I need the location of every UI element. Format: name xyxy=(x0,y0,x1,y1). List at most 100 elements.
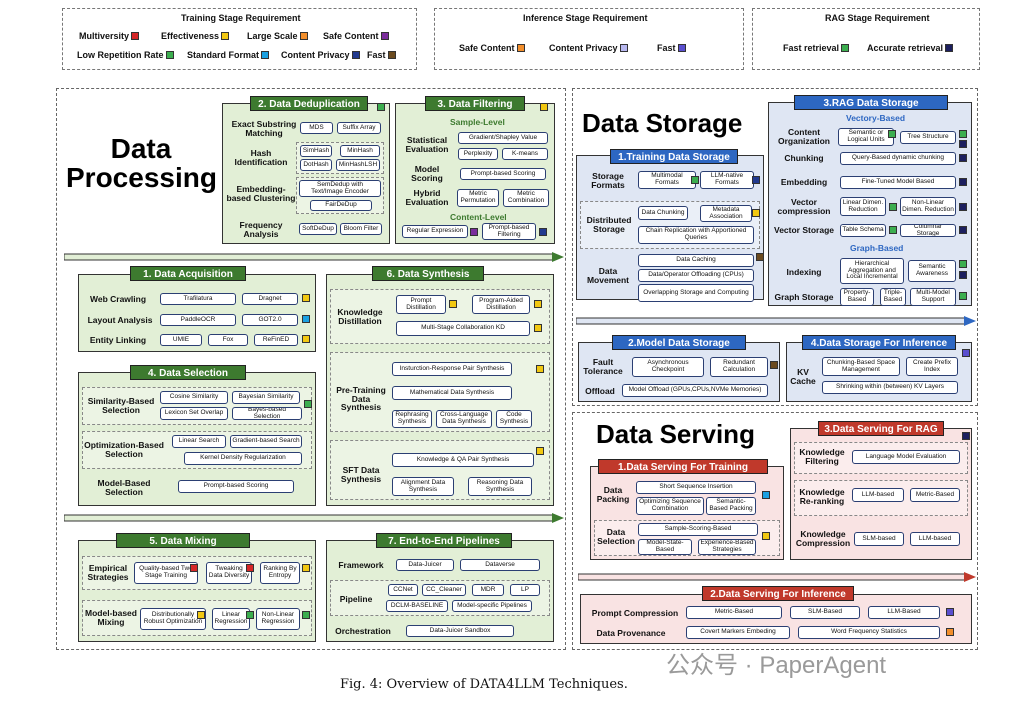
green-square-icon xyxy=(165,51,174,59)
pipelines-pill: Data-Juicer xyxy=(396,559,454,571)
selection-pill: Bayesian Similarity xyxy=(232,391,300,404)
yellow-tag-icon xyxy=(540,103,548,111)
acquisition-row-label: Web Crawling xyxy=(89,293,147,304)
inference-legend: Inference Stage Requirement Safe Content… xyxy=(434,8,744,70)
storage-rag-pill: Non-Linear Dimen. Reduction xyxy=(900,197,956,216)
selection-pill: Cosine Similarity xyxy=(160,391,228,404)
acquisition-pill: GOT2.0 xyxy=(242,314,298,326)
watermark-text: 公众号 · PaperAgent xyxy=(666,652,887,679)
yellow-tag-icon xyxy=(197,611,205,619)
pipelines-row-label: Orchestration xyxy=(335,625,391,636)
serving-rag-row-label: Knowledge Re-ranking xyxy=(799,487,845,506)
dedup-pill: Suffix Array xyxy=(337,122,381,134)
serving-training-header: 1.Data Serving For Training xyxy=(598,459,768,474)
dedup-header: 2. Data Deduplication xyxy=(250,96,368,111)
mixing-pill: Non-Linear Regression xyxy=(256,608,300,630)
serving-training-row-label: Data Selection xyxy=(597,527,635,546)
cyan-tag-icon xyxy=(302,315,310,323)
acquisition-pill: Trafilatura xyxy=(160,293,236,305)
green-tag-icon xyxy=(888,130,896,138)
pipelines-pill: MDR xyxy=(472,584,504,596)
purple-square-icon xyxy=(380,32,389,40)
selection-header: 4. Data Selection xyxy=(130,365,246,380)
green-tag-icon xyxy=(959,130,967,138)
storage-rag-pill: Semantic Awareness xyxy=(908,260,956,282)
red-tag-icon xyxy=(190,564,198,572)
dedup-row-label: Embedding-based Clustering xyxy=(226,184,296,203)
storage-training-row-label: Data Movement xyxy=(586,266,630,285)
mixing-pill: Tweaking Data Diversity xyxy=(206,562,252,584)
serving-rag-pill: Language Model Evaluation xyxy=(852,450,960,464)
acquisition-pill: ReFinED xyxy=(254,334,298,346)
serving-rag-pill: LLM-based xyxy=(910,532,960,546)
flow-arrow xyxy=(64,513,564,523)
acquisition-header: 1. Data Acquisition xyxy=(130,266,246,281)
dark-tag-icon xyxy=(959,154,967,162)
pipelines-header: 7. End-to-End Pipelines xyxy=(376,533,512,548)
dedup-row-label: Frequency Analysis xyxy=(239,220,283,239)
dedup-pill: FairDeDup xyxy=(310,200,372,211)
storage-inference-pill: Shrinking within (between) KV Layers xyxy=(822,381,958,394)
data-processing-panel xyxy=(56,88,566,650)
legend-fast-retrieval: Fast retrieval xyxy=(783,43,850,53)
selection-row-label: Optimization-Based Selection xyxy=(84,440,164,459)
acquisition-pill: PaddleOCR xyxy=(160,314,236,326)
selection-pill: Bayes-based Selection xyxy=(232,407,302,420)
orange-square-icon xyxy=(299,32,308,40)
brown-square-icon xyxy=(387,51,396,59)
navy-tag-icon xyxy=(752,176,760,184)
yellow-tag-icon xyxy=(302,335,310,343)
data-serving-panel xyxy=(572,412,978,650)
storage-rag-pill: Query-Based dynamic chunking xyxy=(840,152,956,165)
dark-tag-icon xyxy=(962,432,970,440)
pipelines-pill: DCLM-BASELINE xyxy=(386,600,448,612)
storage-inference-pill: Chunking-Based Space Management xyxy=(822,357,900,376)
serving-inference-row-label: Prompt Compression xyxy=(591,607,679,618)
flow-arrow xyxy=(578,572,976,582)
legend-large-scale: Large Scale xyxy=(247,31,308,41)
yellow-tag-icon xyxy=(536,365,544,373)
violet-tag-icon xyxy=(962,349,970,357)
serving-inference-pill: Word Frequency Statistics xyxy=(798,626,940,639)
data-processing-title: Data Processing xyxy=(66,133,217,194)
acquisition-row-label: Layout Analysis xyxy=(87,314,153,325)
pipelines-pill: LP xyxy=(510,584,540,596)
pipelines-pill: CCNet xyxy=(388,584,418,596)
green-tag-icon xyxy=(691,176,699,184)
filtering-pill: K-means xyxy=(502,148,548,160)
storage-training-pill: LLM-native Formats xyxy=(700,171,754,189)
storage-model-header: 2.Model Data Storage xyxy=(612,335,746,350)
serving-training-pill: Optimizing Sequence Combination xyxy=(636,497,704,515)
synthesis-pill: Multi-Stage Collaboration KD xyxy=(396,321,530,336)
green-tag-icon xyxy=(246,611,254,619)
synthesis-pill: Knowledge & QA Pair Synthesis xyxy=(392,453,534,467)
legend-standard-format: Standard Format xyxy=(187,50,270,60)
dark-tag-icon xyxy=(959,178,967,186)
dedup-pill: SoftDeDup xyxy=(299,223,337,235)
serving-rag-row-label: Knowledge Filtering xyxy=(799,447,845,466)
serving-rag-pill: SLM-based xyxy=(854,532,904,546)
serving-training-row-label: Data Packing xyxy=(596,485,630,504)
pipelines-pill: CC_Cleaner xyxy=(422,584,466,596)
filtering-pill: Prompt-based Filtering xyxy=(482,223,536,240)
legend-inf-content-privacy: Content Privacy xyxy=(549,43,628,53)
storage-rag-pill: Linear Dimen. Reduction xyxy=(840,197,886,216)
dedup-pill: MinHashLSH xyxy=(336,159,380,171)
synthesis-row-label: SFT Data Synthesis xyxy=(340,465,382,484)
cyan-square-icon xyxy=(261,51,270,59)
selection-pill: Prompt-based Scoring xyxy=(178,480,294,493)
green-tag-icon xyxy=(304,400,312,408)
storage-rag-row-label: Indexing xyxy=(786,266,822,277)
data-storage-title: Data Storage xyxy=(582,108,743,138)
serving-inference-pill: LLM-Based xyxy=(868,606,940,619)
mixing-pill: Quality-based Two Stage Training xyxy=(134,562,198,584)
storage-rag-pill: Fine-Tuned Model Based xyxy=(840,176,956,189)
selection-row-label: Model-Based Selection xyxy=(97,478,151,497)
legend-effectiveness: Effectiveness xyxy=(161,31,230,41)
rag-legend: RAG Stage Requirement Fast retrieval Acc… xyxy=(752,8,980,70)
graph-based-title: Graph-Based xyxy=(850,243,904,253)
vectory-based-title: Vectory-Based xyxy=(846,113,906,123)
pipelines-row-label: Pipeline xyxy=(339,593,373,604)
pipelines-pill: Data-Juicer Sandbox xyxy=(406,625,514,637)
serving-training-pill: Semantic-Based Packing xyxy=(706,497,756,515)
